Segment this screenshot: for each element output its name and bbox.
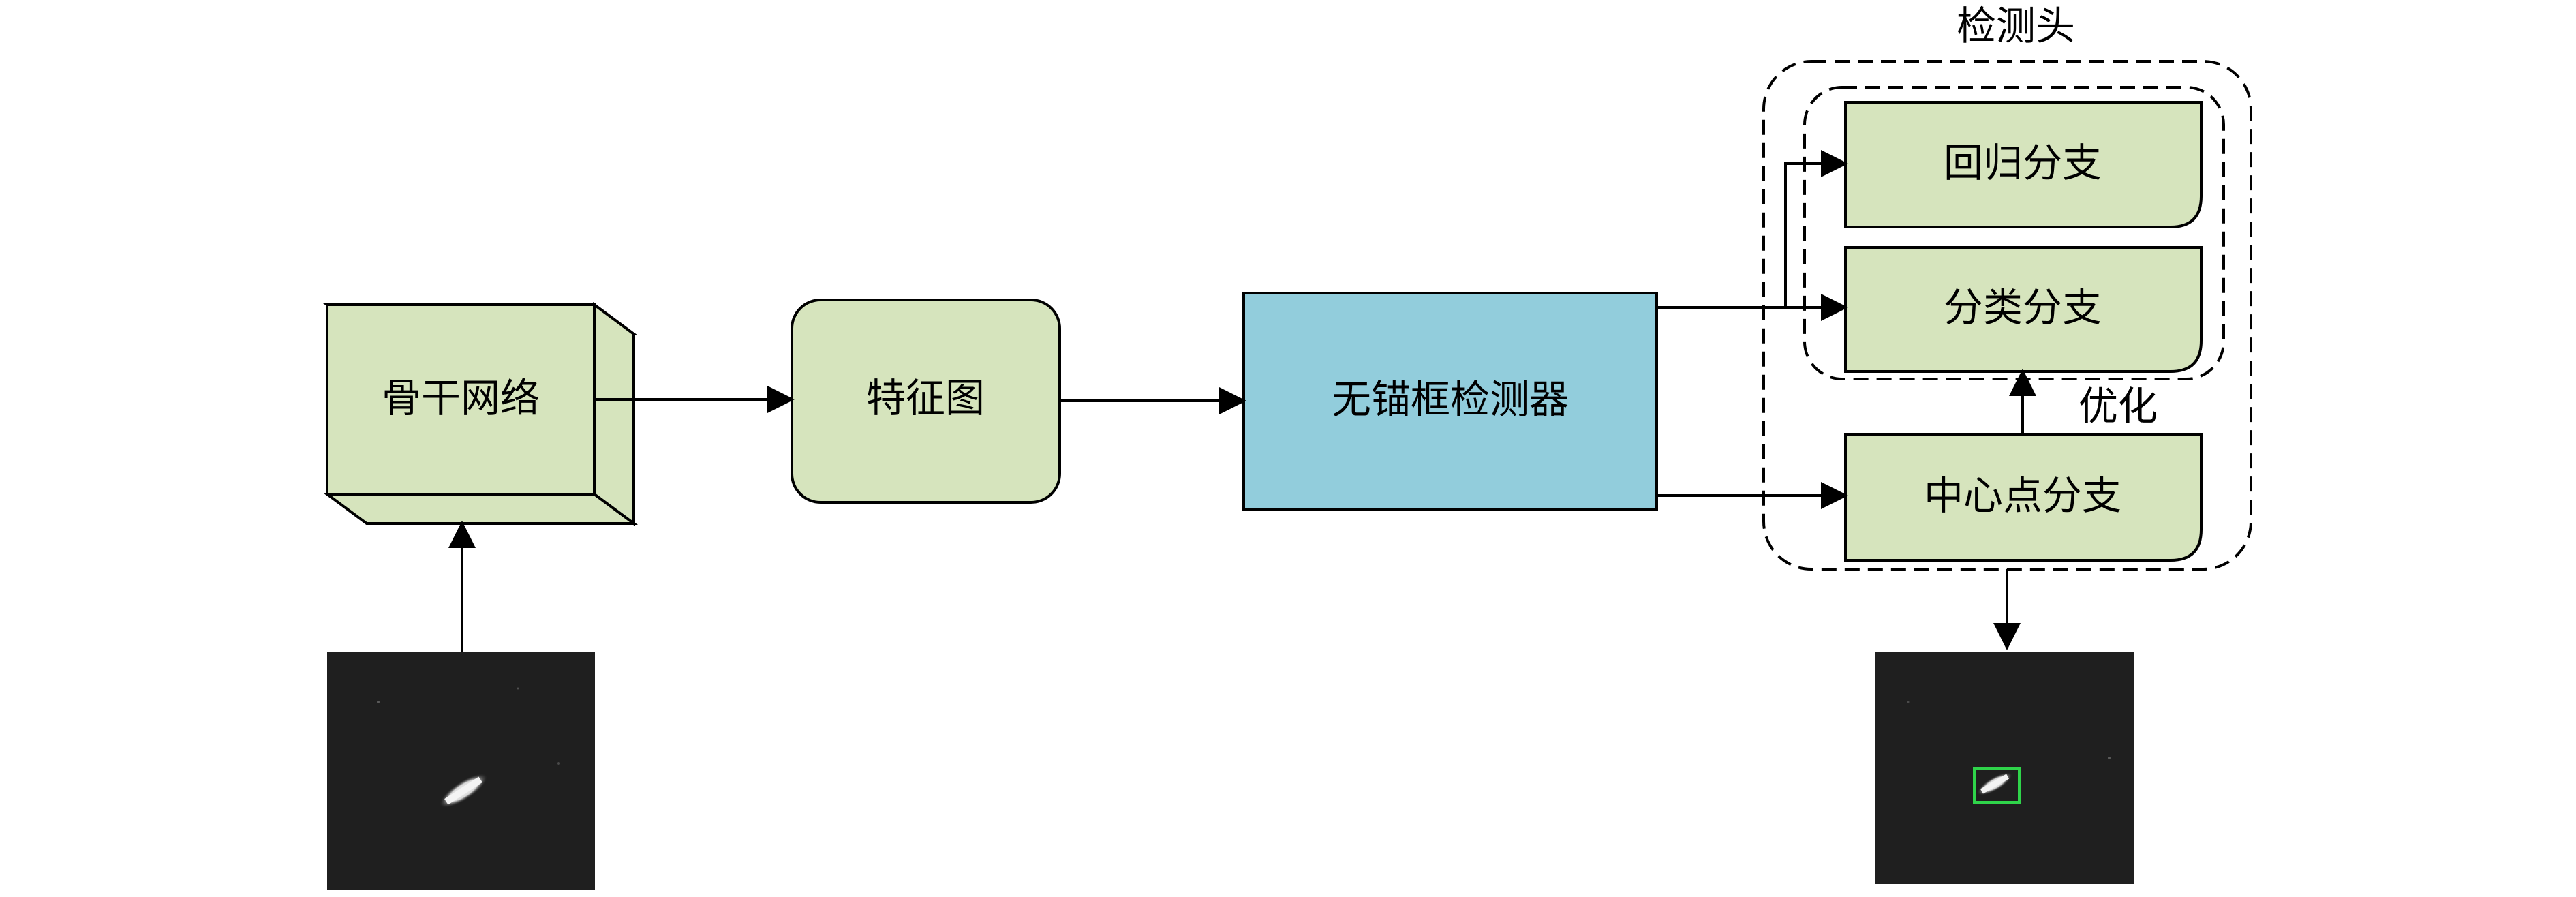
classification-branch-label: 分类分支: [1944, 284, 2102, 331]
detection-head-label: 检测头: [1957, 3, 2075, 49]
regression-branch-node: 回归分支: [1844, 101, 2203, 228]
arrow-to-regression-branch: [1784, 150, 1848, 307]
anchor-free-detector-label: 无锚框检测器: [1332, 376, 1569, 423]
output-sar-image: [1875, 652, 2134, 884]
center-branch-node: 中心点分支: [1844, 433, 2203, 562]
optimize-label: 优化: [2079, 383, 2158, 429]
regression-classification-group: [1803, 86, 2225, 380]
backbone-label: 骨干网络: [382, 375, 540, 421]
regression-branch-label: 回归分支: [1944, 140, 2102, 186]
feature-map-node: 特征图: [791, 299, 1061, 504]
anchor-free-detector-node: 无锚框检测器: [1242, 292, 1658, 511]
center-branch-label: 中心点分支: [1924, 472, 2121, 519]
backbone-node: 骨干网络: [322, 302, 639, 526]
feature-map-label: 特征图: [866, 375, 985, 421]
classification-branch-node: 分类分支: [1844, 246, 2203, 373]
detection-bounding-box: [1973, 767, 2021, 804]
input-sar-image: [327, 652, 595, 890]
